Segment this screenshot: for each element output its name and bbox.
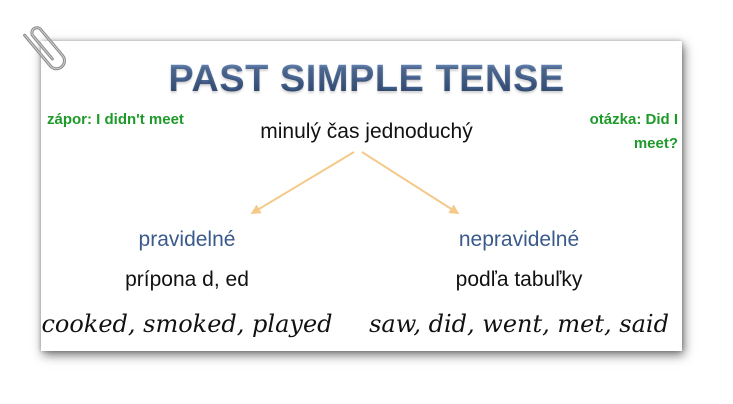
rule-regular: prípona d, ed	[125, 268, 249, 291]
examples-irregular: saw, did, went, met, said	[369, 310, 669, 338]
question-note: otázka: Did I meet?	[589, 111, 678, 152]
subtitle: minulý čas jednoduchý	[260, 120, 473, 143]
arrow-right	[361, 151, 460, 215]
arrow-left	[250, 151, 355, 215]
paperclip-icon	[23, 26, 66, 71]
slide-card	[41, 41, 682, 351]
negative-note: zápor: I didn't meet	[47, 111, 184, 128]
category-regular: pravidelné	[138, 228, 236, 251]
rule-irregular: podľa tabuľky	[455, 268, 583, 291]
examples-regular: cooked, smoked, played	[41, 310, 333, 338]
page-title: PAST SIMPLE TENSE	[0, 56, 733, 102]
category-irregular: nepravidelné	[458, 228, 580, 251]
